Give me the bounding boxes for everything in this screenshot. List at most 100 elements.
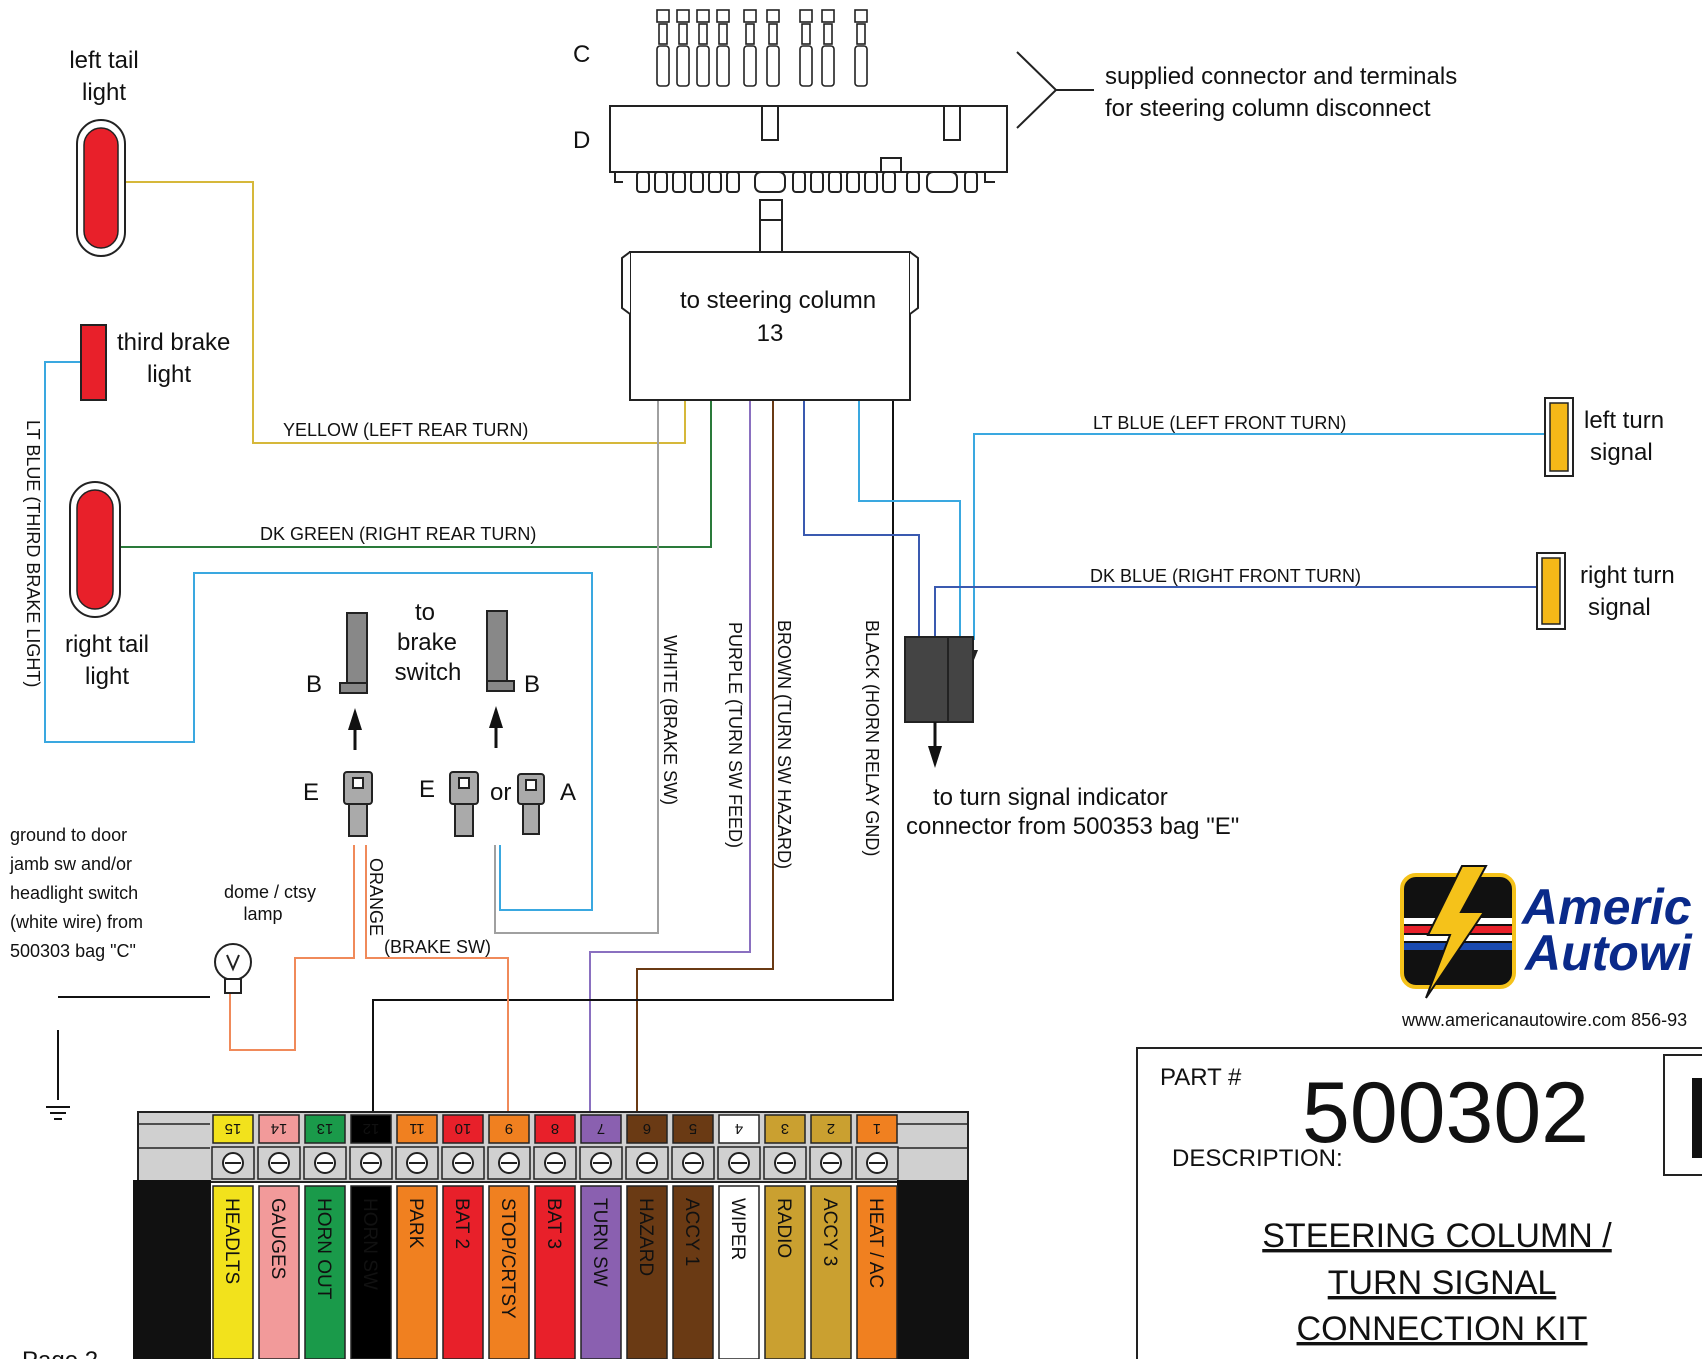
- brown-wire: [636, 393, 774, 1120]
- ground-note-5: 500303 bag "C": [10, 941, 136, 961]
- fuse-tab-7: [580, 1114, 622, 1144]
- third-brake-label-2: light: [147, 361, 191, 388]
- fuse-tab-5: [672, 1114, 714, 1144]
- left-turn-signal: [1544, 397, 1574, 477]
- fuse-body-11: [396, 1185, 438, 1359]
- fuse-body-7: [580, 1185, 622, 1359]
- fuse-body-14: [258, 1185, 300, 1359]
- fuse-label-7: TURN SW: [589, 1198, 610, 1287]
- left-turn-label-1: left turn: [1584, 407, 1664, 434]
- fuse-number-3: 3: [781, 1120, 789, 1137]
- fuse-label-2: ACCY 3: [819, 1198, 840, 1266]
- bracket-arrow: [1016, 51, 1058, 129]
- logo-text-2: Autowi: [1523, 925, 1693, 981]
- left-tail-light: [76, 119, 126, 257]
- fuse-label-9: STOP/CRTSY: [497, 1198, 518, 1319]
- steering-column-connector: [621, 251, 919, 401]
- purple-wire: [589, 393, 751, 1120]
- turn-indicator-connector: [904, 636, 978, 768]
- fuse-body-8: [534, 1185, 576, 1359]
- fuse-label-11: PARK: [405, 1198, 426, 1249]
- fuse-tab-8: [534, 1114, 576, 1144]
- arrow-up-left: [348, 708, 362, 750]
- part-label: PART #: [1160, 1064, 1242, 1091]
- fuse-number-10: 10: [455, 1120, 472, 1137]
- label-b-right: B: [524, 671, 540, 698]
- fuse-tab-9: [488, 1114, 530, 1144]
- fuse-tab-1: [856, 1114, 898, 1144]
- fuse-tab-15: [212, 1114, 254, 1144]
- brake-switch-terminal-left: [339, 612, 368, 694]
- description-line-3: CONNECTION KIT: [1297, 1310, 1588, 1348]
- fuse-number-13: 13: [317, 1120, 334, 1137]
- spade-terminal-e-left: [343, 771, 373, 837]
- fuse-body-1: [856, 1185, 898, 1359]
- ltblue-steer-wire: [858, 393, 961, 640]
- label-e-left: E: [303, 779, 319, 806]
- ground-note-3: headlight switch: [10, 883, 138, 903]
- fuse-tab-11: [396, 1114, 438, 1144]
- fuse-tab-13: [304, 1114, 346, 1144]
- fuse-label-13: HORN OUT: [313, 1198, 334, 1300]
- fuse-label-4: WIPER: [727, 1198, 748, 1260]
- bulb-icon: [214, 943, 252, 994]
- left-tail-label-2: light: [82, 79, 126, 106]
- right-turn-label-2: signal: [1588, 594, 1651, 621]
- fuse-body-4: [718, 1185, 760, 1359]
- dkgreen-wire: [117, 393, 712, 548]
- fuse-tab-6: [626, 1114, 668, 1144]
- arrow-up-right: [489, 706, 503, 748]
- ground-symbol: [46, 1106, 70, 1120]
- fuse-tab-14: [258, 1114, 300, 1144]
- fuse-number-12: 12: [363, 1120, 380, 1137]
- fuse-label-8: BAT 3: [543, 1198, 564, 1249]
- dome-label-1: dome / ctsy: [224, 882, 316, 902]
- third-brake-label-1: third brake: [117, 329, 230, 356]
- dkblue-steer-wire: [803, 393, 920, 640]
- fuse-body-15: [212, 1185, 254, 1359]
- steering-label-1: to steering column: [680, 287, 876, 314]
- part-box: [1136, 1047, 1702, 1359]
- fuse-label-3: RADIO: [773, 1198, 794, 1258]
- label-e-right: E: [419, 776, 435, 803]
- lightning-bolt-icon: [1425, 865, 1488, 999]
- fuse-body-3: [764, 1185, 806, 1359]
- white-wire-label: WHITE (BRAKE SW): [660, 635, 680, 805]
- fuse-tab-10: [442, 1114, 484, 1144]
- dkblue-front-wire-label: DK BLUE (RIGHT FRONT TURN): [1090, 566, 1361, 586]
- fuse-body-6: [626, 1185, 668, 1359]
- ltblue-third-brake-wire: [44, 361, 593, 911]
- ltblue-front-wire-label: LT BLUE (LEFT FRONT TURN): [1093, 413, 1346, 433]
- fuse-body-13: [304, 1185, 346, 1359]
- page-box-mark: [1692, 1078, 1702, 1158]
- fuse-number-2: 2: [827, 1120, 835, 1137]
- description-line-2: TURN SIGNAL: [1328, 1264, 1557, 1302]
- wires: [44, 181, 1545, 1120]
- brake-sw-wire-label: (BRAKE SW): [384, 937, 491, 957]
- turn-indicator-label-2: connector from 500353 bag "E": [906, 813, 1239, 840]
- ground-note-2: jamb sw and/or: [9, 854, 132, 874]
- purple-wire-label: PURPLE (TURN SW FEED): [725, 622, 745, 848]
- logo-text-1: Americ: [1520, 879, 1692, 935]
- fuse-label-15: HEADLTS: [221, 1198, 242, 1284]
- part-number: 500302: [1302, 1065, 1589, 1161]
- fuse-number-15: 15: [225, 1120, 242, 1137]
- fuse-tab-2: [810, 1114, 852, 1144]
- fuse-number-6: 6: [643, 1120, 651, 1137]
- fuse-label-12: HORN SW: [359, 1198, 380, 1290]
- ground-note-1: ground to door: [10, 825, 127, 845]
- orange-wire-dome: [229, 845, 355, 1051]
- terminal-pins: [656, 9, 868, 87]
- fuse-label-5: ACCY 1: [681, 1198, 702, 1266]
- fuse-body-10: [442, 1185, 484, 1359]
- fuse-body-12: [350, 1185, 392, 1359]
